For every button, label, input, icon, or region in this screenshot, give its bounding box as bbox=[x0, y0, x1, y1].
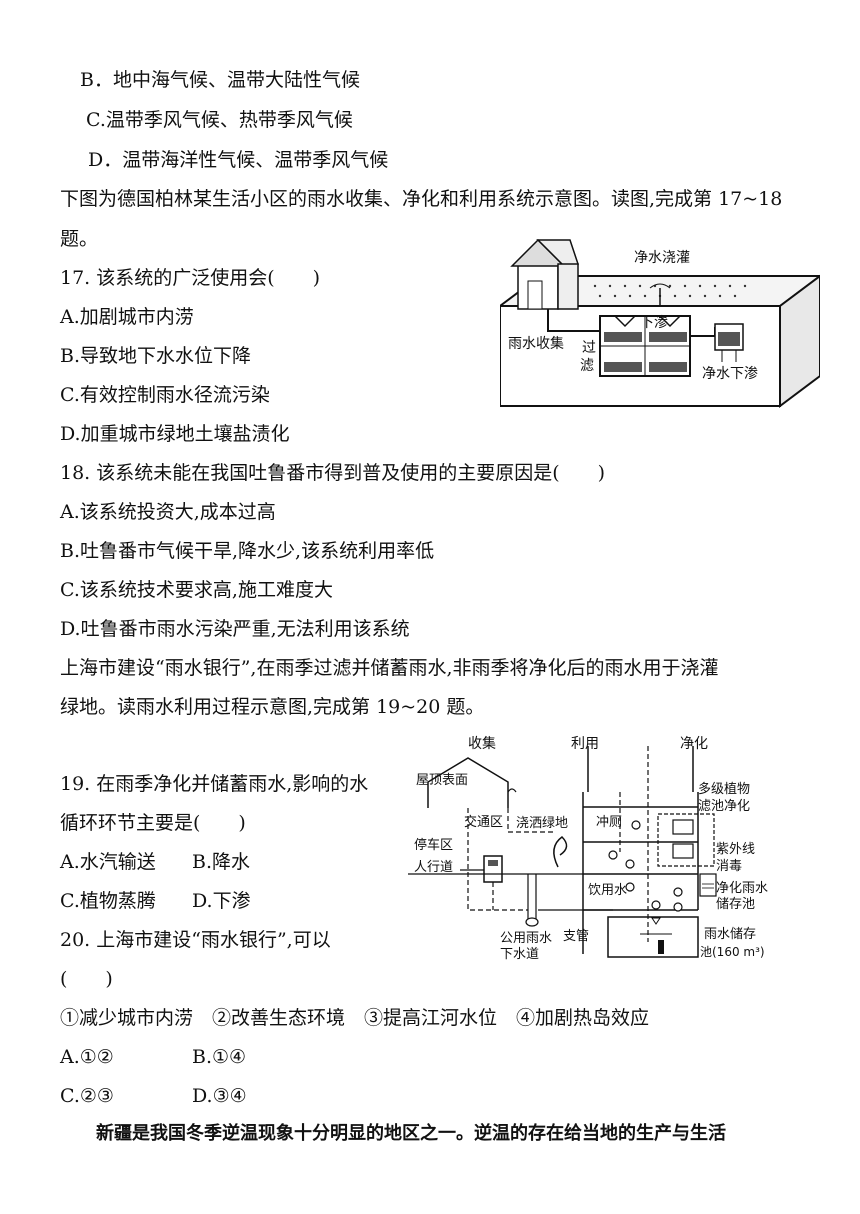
q17-option-c: C.有效控制雨水径流污染 bbox=[60, 384, 270, 406]
q18-option-a: A.该系统投资大,成本过高 bbox=[60, 501, 276, 523]
label-parking: 停车区 bbox=[414, 837, 453, 853]
q16-option-b: B．地中海气候、温带大陆性气候 bbox=[80, 69, 360, 91]
label-watering: 浇洒绿地 bbox=[516, 816, 568, 831]
label-drinking: 饮用水 bbox=[588, 883, 627, 898]
q18-option-d: D.吐鲁番市雨水污染严重,无法利用该系统 bbox=[60, 618, 410, 640]
rain-bank-diagram: 收集 利用 净化 屋顶表面 交通区 停车区 人行道 浇洒绿地 冲厕 饮用水 多级… bbox=[408, 735, 768, 962]
label-irrigate: 净水浇灌 bbox=[634, 250, 690, 266]
intro-19-20-line1: 上海市建设“雨水银行”,在雨季过滤并储蓄雨水,非雨季将净化后的雨水用于浇灌 bbox=[60, 657, 719, 679]
label-sewer-2: 下水道 bbox=[500, 947, 539, 962]
q16-option-c: C.温带季风气候、热带季风气候 bbox=[86, 109, 353, 131]
q18-option-c: C.该系统技术要求高,施工难度大 bbox=[60, 579, 333, 601]
q20-option-a: A.①② bbox=[60, 1046, 114, 1068]
label-uv-2: 消毒 bbox=[716, 859, 742, 874]
rainwater-system-diagram: 净水浇灌 下渗 雨水收集 过 滤 净水下渗 bbox=[500, 238, 820, 408]
label-sidewalk: 人行道 bbox=[414, 860, 453, 875]
label-store-1: 净化雨水 bbox=[716, 881, 768, 896]
label-traffic: 交通区 bbox=[464, 814, 503, 830]
label-branch: 支管 bbox=[563, 929, 589, 944]
label-filter-1: 过 bbox=[582, 340, 596, 356]
label-filter-2: 滤 bbox=[580, 358, 594, 374]
label-roof: 屋顶表面 bbox=[416, 773, 468, 788]
intro-17-18-line2: 题。 bbox=[60, 228, 99, 250]
q20-stem-line1: 20. 上海市建设“雨水银行”,可以 bbox=[60, 929, 331, 951]
header-use: 利用 bbox=[571, 736, 599, 752]
q17-option-a: A.加剧城市内涝 bbox=[60, 306, 194, 328]
q19-option-b: B.降水 bbox=[192, 851, 251, 873]
label-plant-2: 滤池净化 bbox=[698, 799, 750, 814]
label-uv-1: 紫外线 bbox=[716, 842, 755, 857]
q20-stem-line2: ( ) bbox=[60, 968, 113, 990]
q18-option-b: B.吐鲁番市气候干旱,降水少,该系统利用率低 bbox=[60, 540, 435, 562]
q17-stem: 17. 该系统的广泛使用会( ) bbox=[60, 267, 321, 289]
q19-option-a: A.水汽输送 bbox=[60, 851, 156, 873]
label-store-2: 储存池 bbox=[716, 897, 755, 912]
label-tank-1: 雨水储存 bbox=[704, 927, 756, 942]
label-collect: 雨水收集 bbox=[508, 335, 564, 352]
label-clean-seep: 净水下渗 bbox=[702, 366, 758, 382]
header-collect: 收集 bbox=[468, 735, 496, 752]
q20-option-d: D.③④ bbox=[192, 1085, 247, 1107]
label-toilet: 冲厕 bbox=[596, 815, 622, 830]
q19-option-c: C.植物蒸腾 bbox=[60, 890, 156, 912]
q19-option-d: D.下渗 bbox=[192, 890, 251, 912]
label-plant-1: 多级植物 bbox=[698, 781, 750, 797]
label-seep: 下渗 bbox=[640, 315, 668, 331]
intro-17-18-line1: 下图为德国柏林某生活小区的雨水收集、净化和利用系统示意图。读图,完成第 17~1… bbox=[60, 188, 783, 210]
xinjiang-intro-line: 新疆是我国冬季逆温现象十分明显的地区之一。逆温的存在给当地的生产与生活 bbox=[96, 1123, 726, 1144]
q17-option-d: D.加重城市绿地土壤盐渍化 bbox=[60, 423, 290, 445]
label-sewer-1: 公用雨水 bbox=[500, 931, 552, 946]
q19-stem-line1: 19. 在雨季净化并储蓄雨水,影响的水 bbox=[60, 773, 369, 795]
q16-option-d: D．温带海洋性气候、温带季风气候 bbox=[88, 149, 389, 171]
q19-stem-line2: 循环环节主要是( ) bbox=[60, 812, 246, 834]
q20-option-c: C.②③ bbox=[60, 1085, 114, 1107]
q17-option-b: B.导致地下水水位下降 bbox=[60, 345, 252, 367]
label-tank-2: 池(160 m³) bbox=[700, 945, 765, 959]
q20-option-b: B.①④ bbox=[192, 1046, 247, 1068]
q20-items: ①减少城市内涝 ②改善生态环境 ③提高江河水位 ④加剧热岛效应 bbox=[60, 1007, 650, 1029]
q18-stem: 18. 该系统未能在我国吐鲁番市得到普及使用的主要原因是( ) bbox=[60, 462, 606, 484]
intro-19-20-line2: 绿地。读雨水利用过程示意图,完成第 19~20 题。 bbox=[60, 696, 485, 718]
header-purify: 净化 bbox=[680, 736, 708, 752]
